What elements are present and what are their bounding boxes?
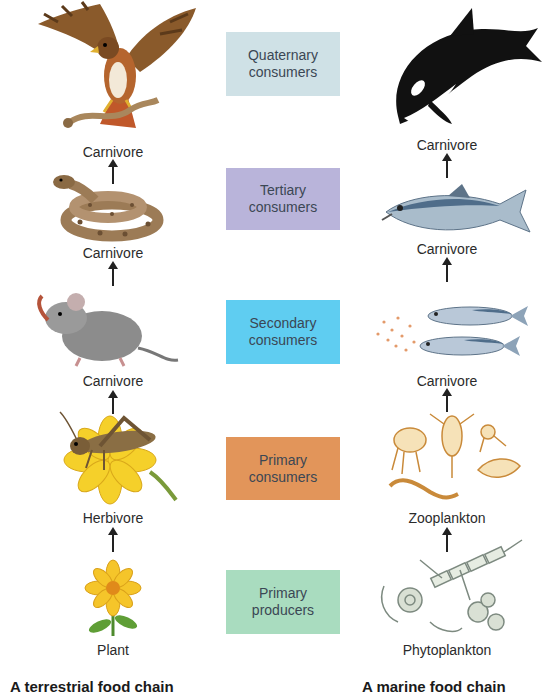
organism-label: Phytoplankton [403, 642, 492, 659]
trophic-level-box: Quaternary consumers [226, 32, 340, 96]
snake [53, 175, 158, 237]
organism-label: Zooplankton [408, 510, 485, 527]
organism-label: Plant [97, 642, 129, 659]
level-name: Primary producers [234, 585, 332, 619]
organism-label: Carnivore [83, 144, 144, 161]
grasshopper-on-flower [60, 412, 176, 504]
plant-flower [85, 560, 141, 636]
trophic-level-box: Tertiary consumers [226, 168, 340, 230]
sardines [376, 306, 528, 356]
tuna [382, 184, 530, 232]
chain-caption: A terrestrial food chain [10, 678, 174, 695]
orca [396, 8, 542, 124]
organism-label: Carnivore [417, 137, 478, 154]
trophic-level-box: Secondary consumers [226, 300, 340, 364]
level-name: Tertiary consumers [234, 182, 332, 216]
mouse [39, 293, 178, 366]
chain-caption: A marine food chain [362, 678, 506, 695]
organism-label: Carnivore [83, 245, 144, 262]
organism-label: Carnivore [417, 373, 478, 390]
hawk [38, 2, 196, 128]
phytoplankton [382, 540, 522, 631]
level-name: Quaternary consumers [234, 47, 332, 81]
trophic-level-box: Primary consumers [226, 437, 340, 500]
organism-label: Carnivore [417, 241, 478, 258]
level-name: Primary consumers [234, 452, 332, 486]
organism-label: Herbivore [83, 510, 144, 527]
organism-label: Carnivore [83, 373, 144, 390]
level-name: Secondary consumers [234, 315, 332, 349]
zooplankton [390, 414, 520, 498]
trophic-level-box: Primary producers [226, 570, 340, 634]
